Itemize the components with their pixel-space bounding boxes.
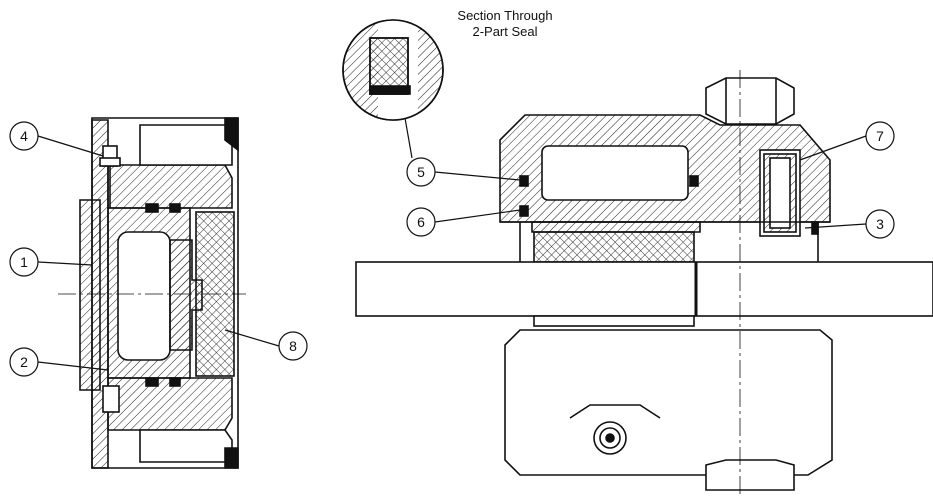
callout-6-label: 6 <box>417 214 425 230</box>
left-section-view <box>58 117 246 469</box>
callout-8-label: 8 <box>289 338 297 354</box>
callout-8: 8 <box>278 331 308 361</box>
callout-2-label: 2 <box>20 354 28 370</box>
callout-1-label: 1 <box>20 254 28 270</box>
seal-section-caption: Section Through 2-Part Seal <box>430 8 580 40</box>
right-assembly-view <box>355 70 933 495</box>
callouts <box>37 117 867 371</box>
seal-detail-view <box>342 19 444 121</box>
callout-5: 5 <box>406 157 436 187</box>
callout-7: 7 <box>865 121 895 151</box>
caption-line-2: 2-Part Seal <box>472 24 538 39</box>
callout-7-label: 7 <box>876 128 884 144</box>
callout-3: 3 <box>865 209 895 239</box>
callout-4: 4 <box>9 121 39 151</box>
callout-4-label: 4 <box>20 128 28 144</box>
callout-6: 6 <box>406 207 436 237</box>
callout-1: 1 <box>9 247 39 277</box>
callout-3-label: 3 <box>876 216 884 232</box>
caption-line-1: Section Through <box>457 8 553 23</box>
callout-2: 2 <box>9 347 39 377</box>
callout-5-label: 5 <box>417 164 425 180</box>
